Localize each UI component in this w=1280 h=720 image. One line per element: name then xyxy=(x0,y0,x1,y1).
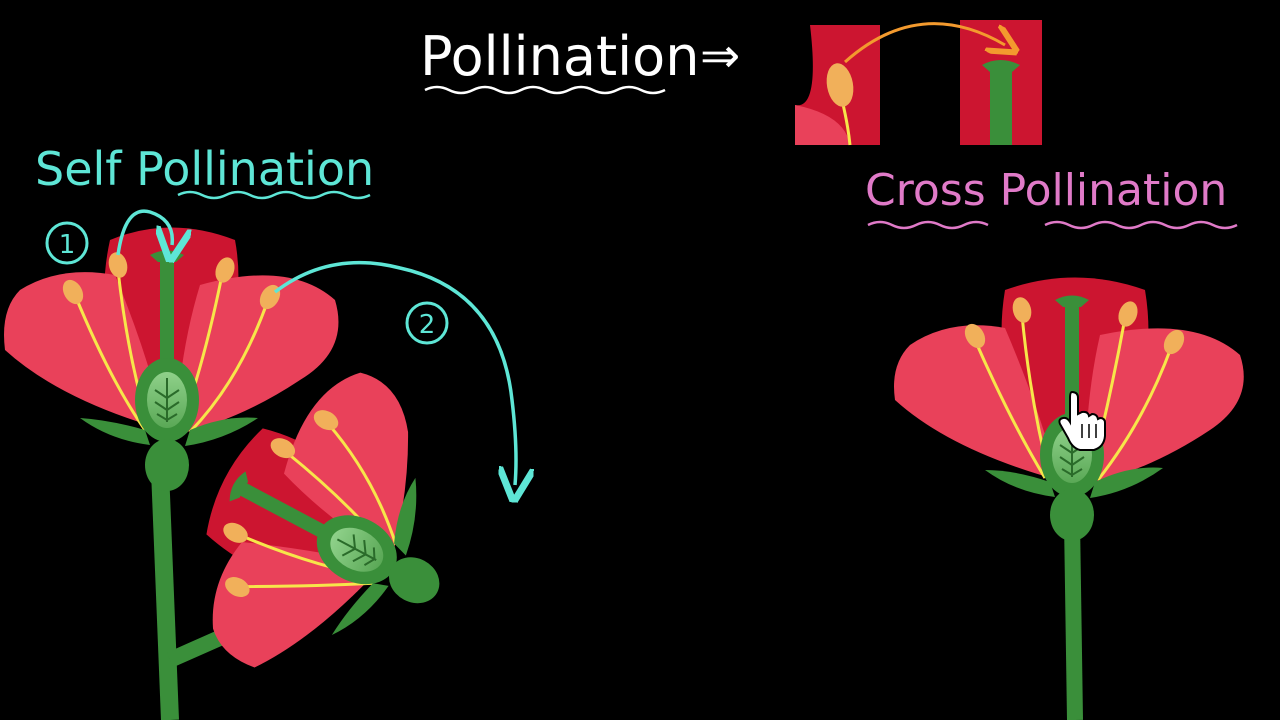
ovule-vein xyxy=(154,378,180,422)
step-one-marker: 1 xyxy=(45,221,89,265)
cross-heading-underline-1 xyxy=(867,220,989,230)
step-two-marker: 2 xyxy=(405,301,449,345)
filament xyxy=(326,422,398,545)
sepal-right xyxy=(185,417,258,446)
self-heading-group: Self Pollination xyxy=(35,142,374,200)
filament xyxy=(1096,344,1174,481)
sepal-right xyxy=(1090,467,1163,498)
arrow-step-one xyxy=(116,209,172,255)
receptacle xyxy=(389,557,440,604)
inset-petal-left-light xyxy=(795,105,850,145)
arrow-step-two xyxy=(273,260,516,485)
self-pollination-heading: Self Pollination xyxy=(35,142,374,196)
inset-style xyxy=(990,65,1012,145)
anther xyxy=(1118,301,1138,327)
anther xyxy=(225,576,250,598)
arrow-right-double-icon: ⇒ xyxy=(700,30,740,83)
stigma xyxy=(229,471,249,502)
step-two-circle xyxy=(405,301,449,345)
stigma xyxy=(1055,295,1089,307)
step-one-label: 1 xyxy=(59,230,76,260)
self-heading-underline xyxy=(177,190,371,200)
anther xyxy=(1163,329,1185,355)
ovule-vein xyxy=(336,534,377,566)
main-stem xyxy=(151,469,179,720)
petal-right xyxy=(175,275,339,435)
anther xyxy=(62,279,84,305)
filament xyxy=(240,581,374,589)
step-one-circle xyxy=(45,221,89,265)
sepal-left xyxy=(985,470,1055,497)
sepal-left xyxy=(80,418,150,445)
anther xyxy=(1012,297,1032,323)
cross-flower xyxy=(894,277,1244,720)
stem xyxy=(1064,519,1083,720)
receptacle xyxy=(145,439,189,491)
anther xyxy=(223,522,248,543)
ovule-vein xyxy=(1059,433,1085,477)
title-group: Pollination ⇒ xyxy=(420,25,740,95)
style xyxy=(234,480,339,545)
style xyxy=(160,255,174,375)
hand-pointer-icon xyxy=(1058,390,1106,451)
cross-pollination-heading: Cross Pollination xyxy=(865,165,1227,216)
step-two-label: 2 xyxy=(419,310,436,340)
sepal-left xyxy=(331,583,389,636)
inset-stigma xyxy=(982,60,1020,72)
inset-anther xyxy=(826,63,854,107)
anther xyxy=(108,252,128,278)
cross-heading-underline-2 xyxy=(1044,220,1238,230)
filament xyxy=(73,294,147,431)
receptacle xyxy=(1050,489,1094,541)
sepal-right xyxy=(394,477,417,556)
filament xyxy=(188,299,270,434)
title-underline xyxy=(424,85,666,95)
petal-right xyxy=(1085,328,1244,485)
cross-heading-group: Cross Pollination xyxy=(865,165,1238,230)
anther xyxy=(215,257,235,283)
anther xyxy=(313,410,339,431)
page-title: Pollination xyxy=(420,25,699,88)
self-flower-tilted xyxy=(206,372,440,668)
inset-transfer-arrow xyxy=(844,22,1005,64)
petal-left xyxy=(894,325,1058,480)
anther xyxy=(964,323,986,349)
anther xyxy=(270,438,296,459)
cross-pollination-inset xyxy=(795,20,1042,146)
filament xyxy=(973,339,1047,479)
